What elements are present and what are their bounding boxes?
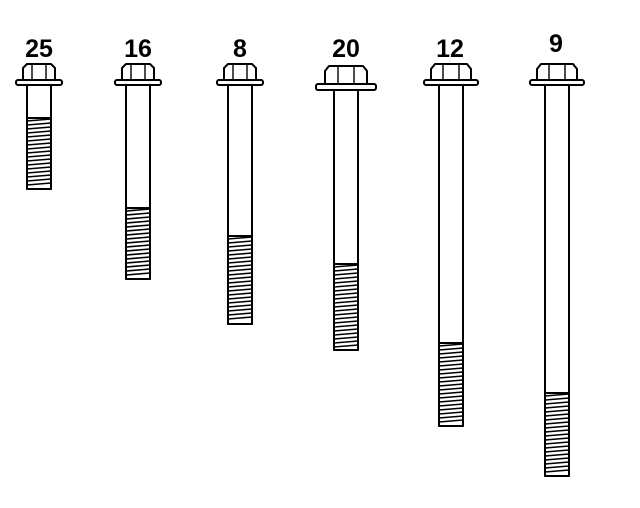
bolt-1: 25 (15, 35, 63, 190)
bolt-3: 8 (216, 35, 264, 325)
bolt-4-icon (315, 65, 377, 351)
bolt-4-threads (333, 263, 359, 351)
bolt-5-icon (423, 63, 479, 427)
bolt-6-label: 9 (549, 30, 563, 58)
bolt-6: 9 (529, 30, 585, 477)
bolt-2-threads (125, 207, 151, 280)
bolt-4-label: 20 (332, 35, 360, 63)
bolt-3-label: 8 (233, 35, 247, 63)
bolt-5-label: 12 (436, 35, 464, 63)
bolt-5-threads (438, 342, 464, 427)
bolt-6-threads (544, 392, 570, 477)
bolt-1-label: 25 (25, 35, 53, 63)
bolt-1-icon (15, 63, 63, 190)
bolt-2-icon (114, 63, 162, 280)
bolt-2: 16 (114, 35, 162, 280)
bolt-3-threads (227, 235, 253, 325)
bolt-6-icon (529, 63, 585, 477)
bolt-1-threads (26, 117, 52, 190)
bolt-5: 12 (423, 35, 479, 427)
bolt-4: 20 (315, 35, 377, 351)
bolt-2-label: 16 (124, 35, 152, 63)
bolt-3-icon (216, 63, 264, 325)
